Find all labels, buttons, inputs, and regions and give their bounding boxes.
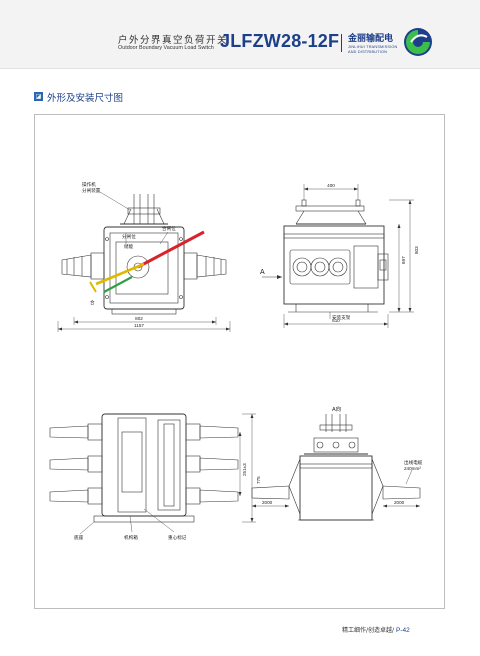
- bottom-dim-775: 775: [256, 476, 261, 484]
- logo-company-en-line2: AND DISTRIBUTION: [348, 50, 388, 54]
- logo-company-en-line1: JINLIHUI TRANSMISSION: [348, 45, 398, 49]
- section-marker-icon: ◪: [34, 92, 43, 101]
- bottom-label-center: 重心标记: [168, 534, 187, 541]
- side-dim-810: 810: [332, 318, 340, 323]
- header-model-number: JLFZW28-12F: [220, 31, 340, 51]
- front-dim-802: 802: [135, 316, 143, 321]
- company-logo-icon: [404, 28, 432, 56]
- technical-drawing: 操作机 分闸装置 分闸位 合闸位 储能 合 802 1157 400 803 6…: [49, 181, 423, 541]
- a-view-title: A向: [332, 405, 341, 413]
- bottom-label-mechanism: 机构箱: [124, 534, 138, 541]
- a-direction-view: [251, 414, 421, 521]
- bottom-label-base: 底座: [74, 534, 84, 541]
- bottom-view: [49, 413, 256, 535]
- section-title: 外形及安装尺寸图: [47, 93, 124, 104]
- bottom-dim-251: 251±3: [242, 463, 247, 476]
- side-dim-803: 803: [414, 246, 419, 254]
- side-dim-697: 697: [401, 256, 406, 264]
- front-label-device: 操作机: [82, 181, 96, 188]
- page-footer: 精工细作/创造卓越/ P-42: [342, 625, 410, 634]
- front-label-close-position: 合闸位: [162, 225, 176, 232]
- drawing-frame: [34, 114, 445, 609]
- header-title-en: Outdoor Boundary Vacuum Load Switch: [118, 45, 214, 51]
- front-dim-1157: 1157: [134, 323, 144, 328]
- logo-company-cn: 金丽输配电: [348, 34, 394, 44]
- footer-slogan: 精工细作/创造卓越/: [342, 627, 395, 634]
- front-view: [57, 191, 231, 332]
- side-dim-400: 400: [327, 183, 335, 188]
- front-label-open-position: 分闸位: [122, 233, 136, 240]
- side-label-bracket: 安装支架: [332, 314, 351, 321]
- front-label-state: 储能: [124, 243, 134, 250]
- header-divider: [341, 34, 342, 52]
- side-view-marker: A: [260, 269, 265, 276]
- front-label-arrow: 合: [90, 299, 95, 306]
- page-number: P-42: [395, 627, 410, 634]
- a-view-cable-label: 出线电缆: [404, 459, 423, 466]
- a-view-cable-size: 240mm²: [404, 466, 421, 471]
- page-header: 户外分界真空负荷开关 Outdoor Boundary Vacuum Load …: [0, 0, 480, 69]
- a-view-dim-2000-left: 2000: [262, 500, 273, 505]
- a-view-dim-2000-right: 2000: [394, 500, 405, 505]
- front-label-device-2: 分闸装置: [82, 187, 101, 194]
- side-view: [262, 184, 414, 328]
- header-title-cn: 户外分界真空负荷开关: [118, 35, 229, 46]
